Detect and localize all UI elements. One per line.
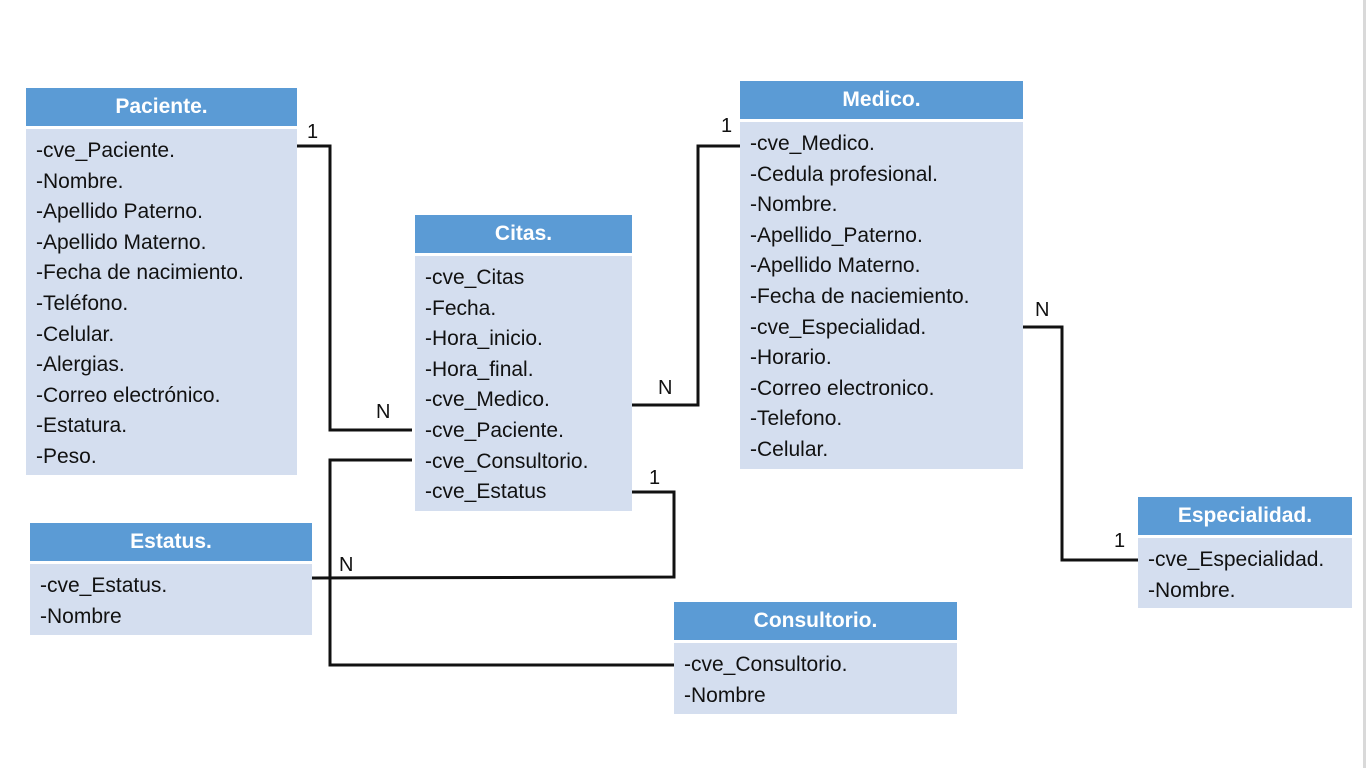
- attribute: -Fecha de nacimiento.: [36, 261, 244, 285]
- entity-especialidad-attributes: -cve_Especialidad. -Nombre.: [1138, 538, 1352, 608]
- entity-citas: Citas. -cve_Citas -Fecha. -Hora_inicio. …: [415, 215, 632, 511]
- cardinality-estatus-many: N: [339, 554, 354, 576]
- attribute: -Nombre.: [750, 193, 838, 217]
- entity-especialidad: Especialidad. -cve_Especialidad. -Nombre…: [1138, 497, 1352, 608]
- entity-consultorio-attributes: -cve_Consultorio. -Nombre: [674, 643, 957, 714]
- entity-consultorio: Consultorio. -cve_Consultorio. -Nombre: [674, 602, 957, 714]
- attribute: -cve_Estatus: [425, 480, 547, 504]
- attribute: -Estatura.: [36, 414, 128, 438]
- attribute: -Fecha.: [425, 296, 497, 320]
- attribute: -cve_Medico.: [425, 388, 550, 412]
- cardinality-citas-paciente-many: N: [376, 401, 391, 423]
- entity-consultorio-title: Consultorio.: [674, 602, 957, 640]
- cardinality-paciente-one: 1: [307, 121, 319, 143]
- cardinality-medico-especialidad-many: N: [1035, 299, 1050, 321]
- link-medico-citas: [632, 144, 740, 407]
- attribute: -Celular.: [750, 437, 829, 461]
- entity-medico: Medico. -cve_Medico. -Cedula profesional…: [740, 81, 1023, 469]
- attribute: -Horario.: [750, 346, 832, 370]
- entity-medico-attributes: -cve_Medico. -Cedula profesional. -Nombr…: [740, 122, 1023, 469]
- attribute: -Apellido Paterno.: [36, 200, 203, 224]
- attribute: -Apellido Materno.: [750, 254, 921, 278]
- attribute: -Celular.: [36, 322, 115, 346]
- attribute: -Correo electrónico.: [36, 383, 221, 407]
- link-citas-consultorio: [328, 458, 674, 667]
- page-right-border: [1363, 0, 1366, 768]
- attribute: -cve_Medico.: [750, 132, 875, 155]
- attribute: -cve_Consultorio.: [684, 653, 848, 676]
- entity-estatus: Estatus. -cve_Estatus. -Nombre: [30, 523, 312, 635]
- attribute: -Hora_inicio.: [425, 327, 543, 351]
- cardinality-medico-one: 1: [721, 115, 733, 137]
- entity-citas-title: Citas.: [415, 215, 632, 253]
- entity-especialidad-title: Especialidad.: [1138, 497, 1352, 535]
- attribute: -cve_Estatus.: [40, 574, 168, 597]
- link-citas-estatus: [311, 490, 676, 580]
- entity-paciente-title: Paciente.: [26, 88, 297, 126]
- attribute: -Cedula profesional.: [750, 162, 938, 186]
- attribute: -cve_Consultorio.: [425, 449, 589, 473]
- attribute: -Apellido Materno.: [36, 230, 207, 254]
- entity-citas-attributes: -cve_Citas -Fecha. -Hora_inicio. -Hora_f…: [415, 256, 632, 511]
- attribute: -Fecha de naciemiento.: [750, 284, 970, 308]
- entity-medico-title: Medico.: [740, 81, 1023, 119]
- attribute: -Hora_final.: [425, 357, 534, 381]
- entity-estatus-title: Estatus.: [30, 523, 312, 561]
- cardinality-citas-estatus-one: 1: [649, 467, 661, 489]
- link-medico-especialidad: [1022, 325, 1138, 562]
- attribute: -Telefono.: [750, 407, 843, 431]
- attribute: -cve_Paciente.: [425, 418, 564, 442]
- entity-estatus-attributes: -cve_Estatus. -Nombre: [30, 564, 312, 635]
- entity-paciente: Paciente. -cve_Paciente. -Nombre. -Apell…: [26, 88, 297, 475]
- attribute: -cve_Especialidad.: [1148, 548, 1325, 571]
- attribute: -Apellido_Paterno.: [750, 223, 923, 247]
- entity-paciente-attributes: -cve_Paciente. -Nombre. -Apellido Patern…: [26, 129, 297, 475]
- attribute: -Nombre.: [1148, 578, 1236, 602]
- attribute: -Nombre: [40, 604, 122, 628]
- link-paciente-citas: [294, 144, 412, 432]
- attribute: -Teléfono.: [36, 291, 129, 315]
- attribute: -Nombre.: [36, 169, 124, 193]
- attribute: -Peso.: [36, 444, 97, 468]
- cardinality-citas-medico-many: N: [658, 377, 673, 399]
- attribute: -cve_Citas: [425, 266, 525, 289]
- attribute: -Correo electronico.: [750, 376, 935, 400]
- attribute: -cve_Paciente.: [36, 139, 175, 162]
- attribute: -Nombre: [684, 683, 766, 707]
- attribute: -cve_Especialidad.: [750, 315, 927, 339]
- cardinality-especialidad-one: 1: [1114, 530, 1126, 552]
- attribute: -Alergias.: [36, 353, 125, 377]
